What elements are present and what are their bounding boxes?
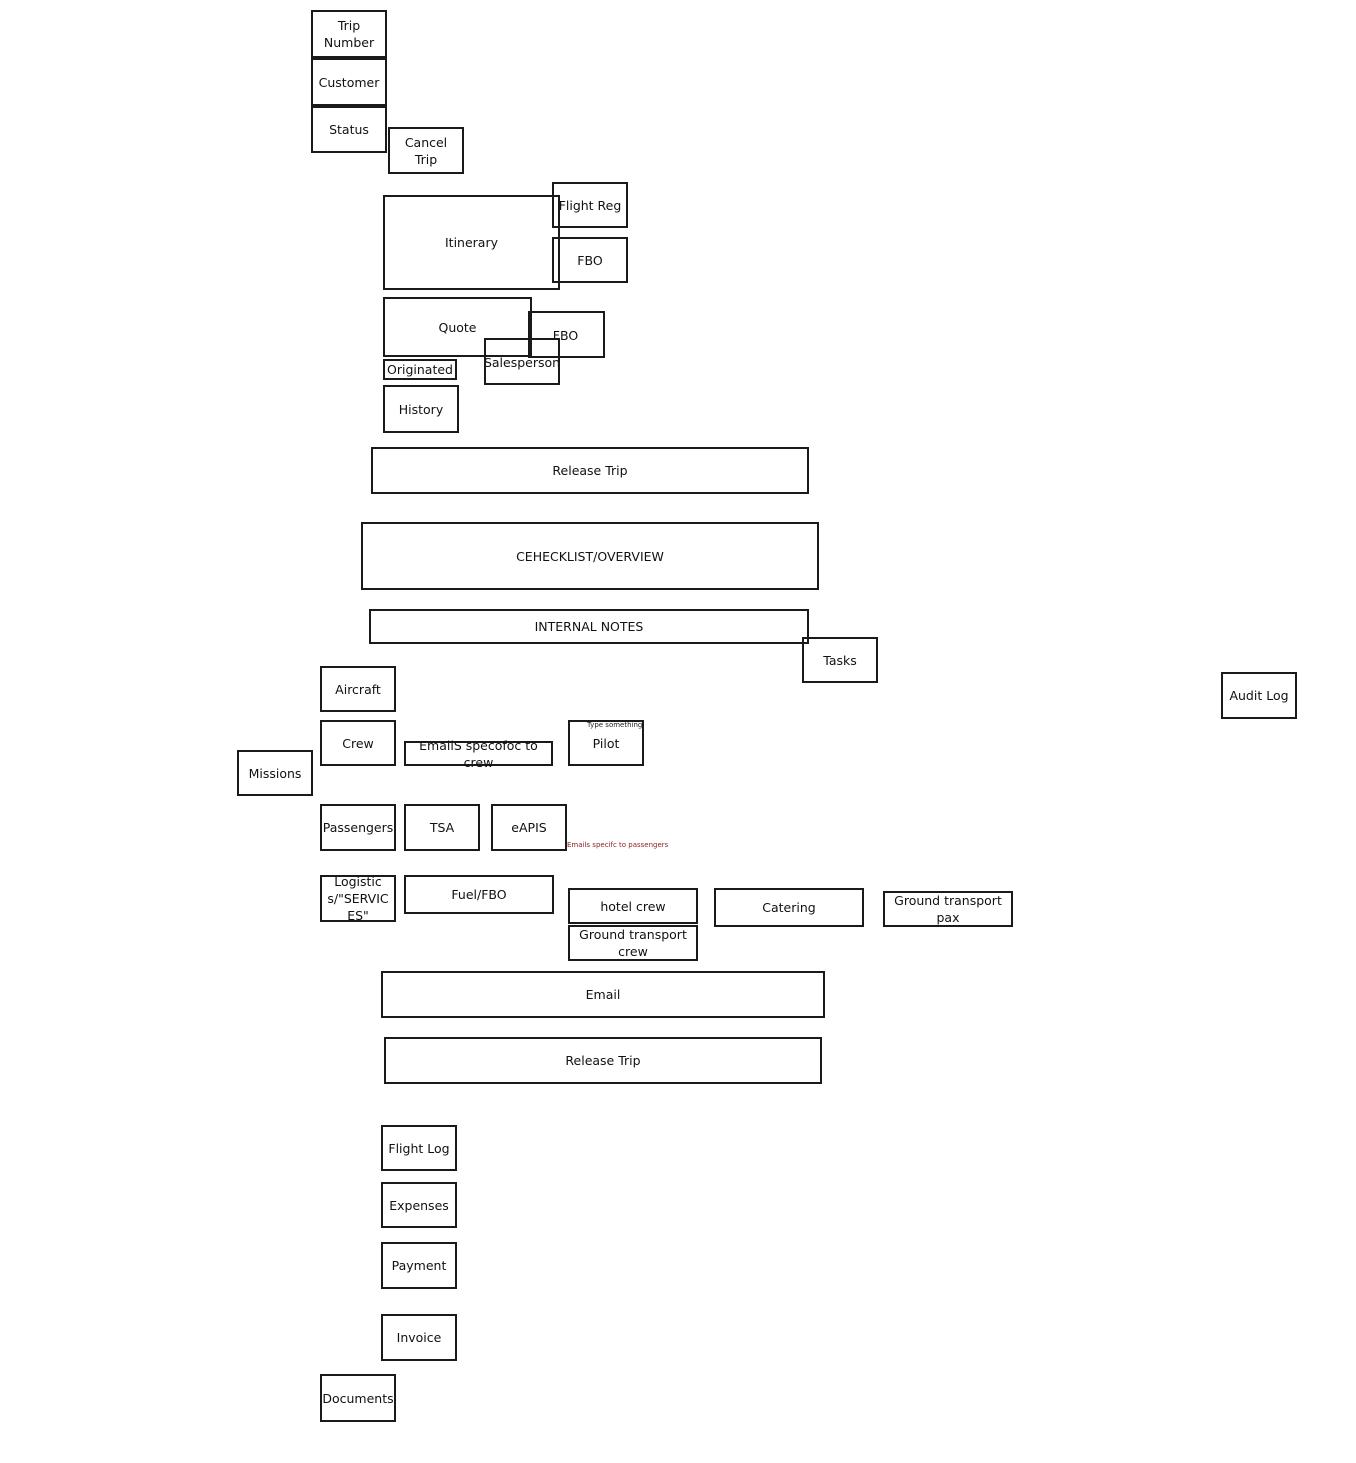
pilot-hint: Type something bbox=[587, 721, 643, 729]
logistics-services-box[interactable]: Logistics/"SERVICES" bbox=[320, 874, 396, 923]
invoice-box[interactable]: Invoice bbox=[381, 1314, 457, 1361]
hotel-crew-box[interactable]: hotel crew bbox=[568, 888, 698, 924]
audit-log-label: Audit Log bbox=[1229, 688, 1289, 703]
expenses-label: Expenses bbox=[389, 1197, 449, 1213]
catering-label: Catering bbox=[762, 900, 816, 915]
trip-number-label: Trip Number bbox=[323, 18, 375, 50]
logistics-services-label: Logistics/"SERVICES" bbox=[327, 874, 389, 923]
email-label: Email bbox=[585, 987, 621, 1002]
payment-label: Payment bbox=[391, 1258, 447, 1273]
salesperson-label: Salesperson bbox=[484, 355, 560, 370]
hotel-crew-label: hotel crew bbox=[600, 898, 666, 914]
documents-box[interactable]: Documents bbox=[320, 1374, 396, 1422]
aircraft-box[interactable]: Aircraft bbox=[320, 666, 396, 712]
cancel-trip-box[interactable]: Cancel Trip bbox=[388, 127, 464, 174]
flight-reg-box[interactable]: Flight Reg bbox=[552, 182, 628, 228]
emails-crew-label: EmailS specofoc to crew bbox=[419, 737, 538, 770]
passengers-box[interactable]: Passengers bbox=[320, 804, 396, 851]
checklist-overview-box[interactable]: CEHECKLIST/OVERVIEW bbox=[361, 522, 819, 590]
quote-label: Quote bbox=[438, 319, 477, 335]
internal-notes-label: INTERNAL NOTES bbox=[534, 619, 644, 634]
tsa-label: TSA bbox=[429, 820, 455, 835]
release-trip-label-2: Release Trip bbox=[565, 1053, 641, 1068]
originated-box[interactable]: Originated bbox=[383, 359, 457, 380]
quote-box[interactable]: Quote bbox=[383, 297, 532, 357]
originated-label: Originated bbox=[387, 362, 453, 377]
crew-box[interactable]: Crew bbox=[320, 720, 396, 766]
release-trip-button-2[interactable]: Release Trip bbox=[384, 1037, 822, 1084]
email-button[interactable]: Email bbox=[381, 971, 825, 1018]
emails-crew-box[interactable]: EmailS specofoc to crew bbox=[404, 738, 553, 770]
pilot-label: Pilot bbox=[592, 735, 620, 751]
missions-label: Missions bbox=[248, 765, 302, 781]
crew-label: Crew bbox=[342, 735, 374, 751]
aircraft-label: Aircraft bbox=[335, 681, 381, 697]
invoice-label: Invoice bbox=[396, 1330, 442, 1345]
payment-box[interactable]: Payment bbox=[381, 1242, 457, 1289]
salesperson-box[interactable]: Salesperson bbox=[484, 338, 560, 385]
release-trip-button[interactable]: Release Trip bbox=[371, 447, 809, 494]
history-label: History bbox=[398, 401, 444, 417]
tsa-box[interactable]: TSA bbox=[404, 804, 480, 851]
checklist-overview-label: CEHECKLIST/OVERVIEW bbox=[516, 548, 664, 564]
status-box[interactable]: Status bbox=[311, 106, 387, 153]
tasks-label: Tasks bbox=[823, 652, 857, 668]
flight-log-label: Flight Log bbox=[388, 1140, 450, 1156]
customer-box[interactable]: Customer bbox=[311, 58, 387, 106]
eapis-label: eAPIS bbox=[511, 820, 547, 835]
fuel-fbo-box[interactable]: Fuel/FBO bbox=[404, 875, 554, 914]
emails-passengers-note: Emails specifc to passengers bbox=[567, 841, 669, 849]
status-label: Status bbox=[329, 122, 369, 137]
ground-transport-pax-label: Ground transport pax bbox=[894, 893, 1002, 925]
ground-transport-crew-box[interactable]: Ground transport crew bbox=[568, 925, 698, 961]
pilot-box[interactable]: Pilot bbox=[568, 720, 644, 766]
ground-transport-pax-box[interactable]: Ground transport pax bbox=[883, 891, 1013, 927]
trip-number-box[interactable]: Trip Number bbox=[311, 10, 387, 58]
fbo-label: FBO bbox=[577, 252, 603, 268]
customer-label: Customer bbox=[318, 74, 380, 90]
history-box[interactable]: History bbox=[383, 385, 459, 433]
itinerary-label: Itinerary bbox=[444, 235, 498, 250]
catering-box[interactable]: Catering bbox=[714, 888, 864, 927]
flight-log-box[interactable]: Flight Log bbox=[381, 1125, 457, 1171]
internal-notes-box[interactable]: INTERNAL NOTES bbox=[369, 609, 809, 644]
documents-label: Documents bbox=[322, 1390, 394, 1406]
ground-transport-crew-label: Ground transport crew bbox=[579, 927, 687, 959]
itinerary-box[interactable]: Itinerary bbox=[383, 195, 560, 290]
audit-log-box[interactable]: Audit Log bbox=[1221, 672, 1297, 719]
passengers-label: Passengers bbox=[322, 820, 394, 835]
flight-reg-label: Flight Reg bbox=[558, 197, 622, 213]
tasks-box[interactable]: Tasks bbox=[802, 637, 878, 683]
fbo-box[interactable]: FBO bbox=[552, 237, 628, 283]
expenses-box[interactable]: Expenses bbox=[381, 1182, 457, 1228]
release-trip-label: Release Trip bbox=[552, 463, 628, 478]
fuel-fbo-label: Fuel/FBO bbox=[451, 887, 507, 902]
eapis-box[interactable]: eAPIS bbox=[491, 804, 567, 851]
cancel-trip-label: Cancel Trip bbox=[404, 134, 448, 167]
missions-box[interactable]: Missions bbox=[237, 750, 313, 796]
